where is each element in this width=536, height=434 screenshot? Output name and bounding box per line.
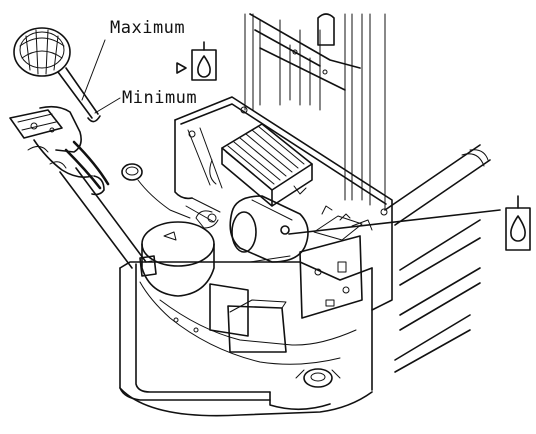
oil-reservoir-fill-icon [176,41,217,81]
control-compartment [174,96,393,311]
drive-wheel [295,368,341,388]
minimum-label-group: Minimum [94,88,197,114]
battery-lid [139,221,215,297]
chassis-body [119,261,373,417]
dipstick [13,27,101,123]
controller-board [299,205,373,319]
pump-motor [185,195,309,263]
reservoir-leader-line [288,209,501,235]
dipstick-cap [13,27,71,77]
tiller-handle [9,105,147,269]
mast [244,13,386,211]
release-knob [121,163,191,219]
oil-reservoir-icon [505,195,531,251]
battery-box [173,283,287,353]
maximum-label: Maximum [110,18,185,38]
forks [384,144,491,373]
minimum-label: Minimum [122,88,197,108]
maximum-label-group: Maximum [81,18,185,101]
charger-unit [209,123,313,207]
maximum-leader-line [81,39,106,101]
minimum-leader-line [94,97,121,114]
